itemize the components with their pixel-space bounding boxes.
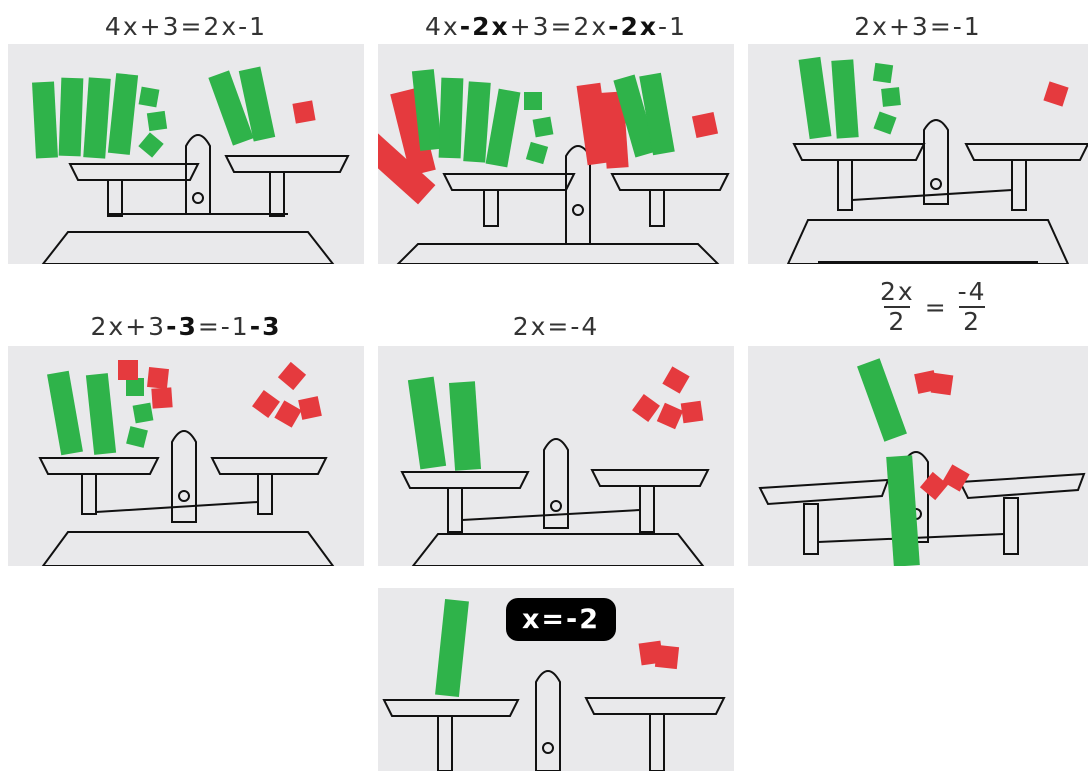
equals-sign: = (925, 293, 948, 322)
caption-step-3: 2x+3=-1 (748, 12, 1088, 42)
numerator: 2x (876, 278, 919, 306)
balance-scale-icon (8, 346, 364, 566)
equation-subtract-term: -3 (166, 312, 198, 341)
denominator: 2 (884, 306, 910, 336)
equation-subtract-term: -2x (460, 12, 510, 41)
caption-step-1: 4x+3=2x-1 (8, 12, 364, 42)
equation-text: 2x=-4 (513, 312, 600, 341)
balance-scale-icon (8, 44, 364, 264)
caption-step-4: 2x+3-3=-1-3 (8, 312, 364, 342)
equation-text: 4x+3=2x-1 (105, 12, 267, 41)
equation-part: +3=2x (510, 12, 609, 41)
photo-step-5 (378, 346, 734, 566)
photo-step-6 (748, 346, 1088, 566)
numerator: -4 (954, 278, 991, 306)
balance-scale-icon (378, 346, 734, 566)
caption-step-5: 2x=-4 (378, 312, 734, 342)
equation-part: =-1 (198, 312, 250, 341)
equation-part: 4x (425, 12, 460, 41)
photo-step-1 (8, 44, 364, 264)
balance-scale-icon (748, 346, 1088, 566)
caption-step-2: 4x-2x+3=2x-2x-1 (378, 12, 734, 42)
balance-scale-icon (748, 44, 1088, 264)
balance-scale-icon (378, 44, 734, 264)
equation-part: -1 (658, 12, 687, 41)
equation-part: 2x+3 (91, 312, 167, 341)
equation-subtract-term: -2x (608, 12, 658, 41)
equation-text: 2x+3=-1 (854, 12, 981, 41)
denominator: 2 (959, 306, 985, 336)
fraction-right: -4 2 (954, 278, 991, 336)
photo-step-3 (748, 44, 1088, 264)
caption-step-6-fraction: 2x 2 = -4 2 (876, 278, 991, 336)
answer-badge: x=-2 (506, 598, 616, 641)
fraction-left: 2x 2 (876, 278, 919, 336)
equation-subtract-term: -3 (250, 312, 282, 341)
photo-step-7: x=-2 (378, 588, 734, 771)
photo-step-4 (8, 346, 364, 566)
photo-step-2 (378, 44, 734, 264)
